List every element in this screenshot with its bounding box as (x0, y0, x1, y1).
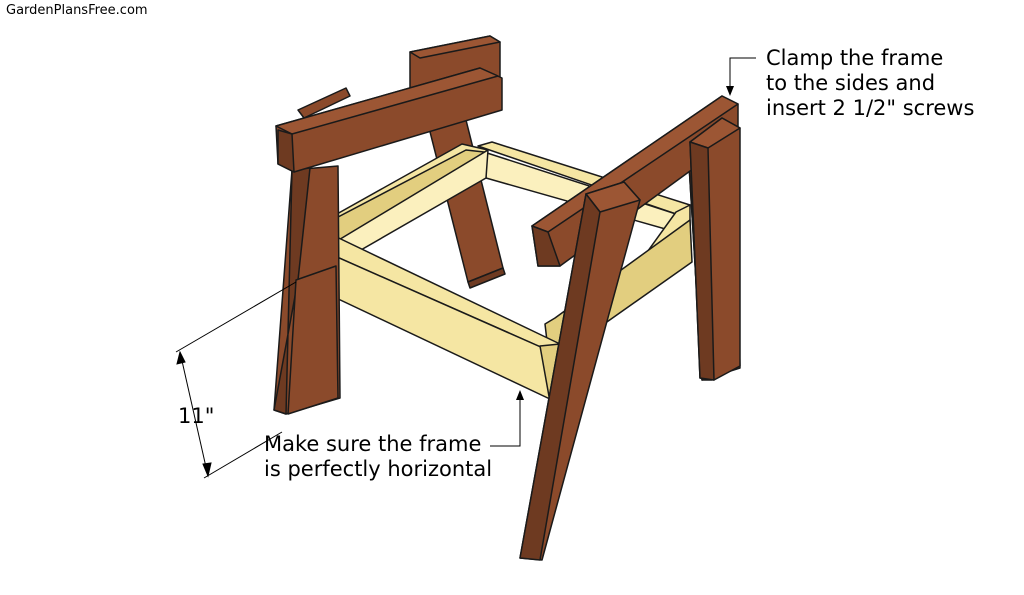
clamp-note-line-2: to the sides and (766, 71, 936, 96)
clamp-note-line-3: insert 2 1/2" screws (766, 96, 975, 121)
left-armrest (275, 35, 503, 173)
rear-right-post (689, 117, 741, 381)
leader-horizontal (490, 390, 524, 447)
watermark-text: GardenPlansFree.com (6, 3, 148, 18)
clamp-note: Clamp the frame to the sides and insert … (766, 46, 974, 122)
horizontal-note-line-2: is perfectly horizontal (264, 457, 493, 482)
front-right-leg (519, 181, 641, 561)
dimension-lines (175, 281, 297, 479)
horizontal-note: Make sure the frame is perfectly horizon… (264, 432, 492, 482)
horizontal-note-line-1: Make sure the frame (264, 432, 482, 456)
leader-clamp (726, 57, 756, 96)
front-left-leg (273, 165, 341, 415)
height-dimension-label: 11" (178, 404, 215, 428)
clamp-note-line-1: Clamp the frame (766, 46, 944, 70)
